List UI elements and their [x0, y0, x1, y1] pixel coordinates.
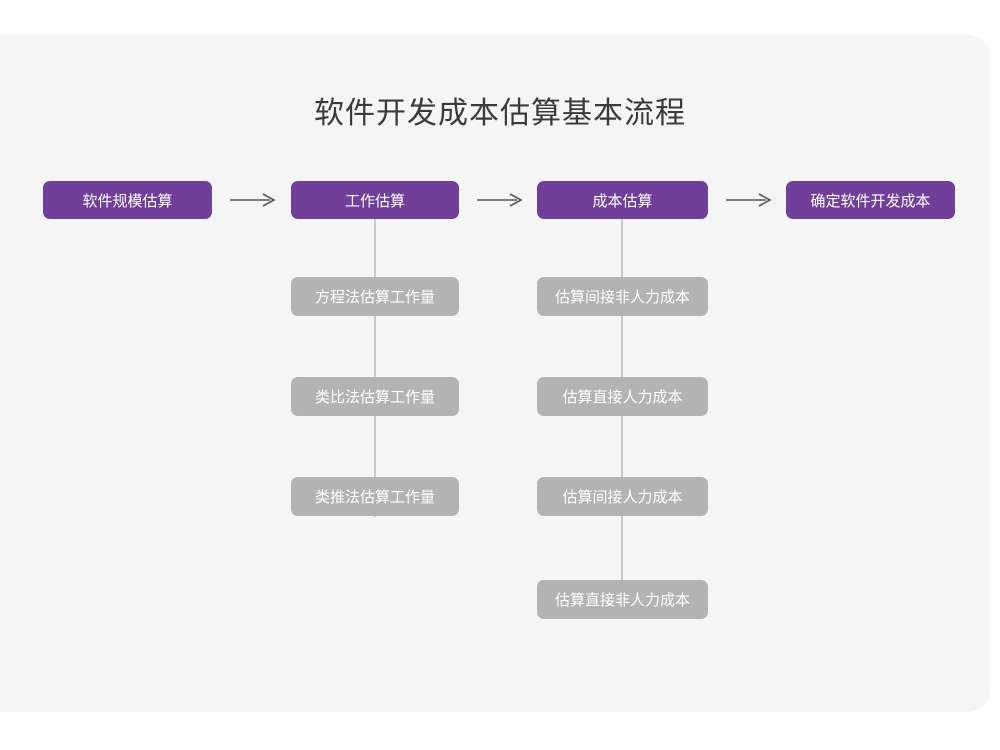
- flow-node-cost-estimation[interactable]: 成本估算: [537, 181, 708, 219]
- flow-node-determine-dev-cost[interactable]: 确定软件开发成本: [786, 181, 955, 219]
- connector-line-branch-1: [374, 219, 376, 517]
- flow-node-label: 确定软件开发成本: [810, 192, 931, 210]
- arrow-1-icon: [230, 188, 276, 212]
- branch-node-label: 类推法估算工作量: [314, 489, 435, 506]
- branch-node-label: 方程法估算工作量: [314, 289, 435, 306]
- flow-node-software-scale-estimation[interactable]: 软件规模估算: [43, 181, 212, 219]
- branch-node-label: 估算直接人力成本: [562, 389, 683, 406]
- connector-line-branch-2: [621, 219, 623, 617]
- branch-1-item-1[interactable]: 方程法估算工作量: [291, 277, 459, 316]
- branch-2-item-4[interactable]: 估算直接非人力成本: [537, 580, 708, 619]
- branch-node-label: 类比法估算工作量: [314, 389, 435, 406]
- arrow-3-icon: [726, 188, 772, 212]
- branch-1-item-3[interactable]: 类推法估算工作量: [291, 477, 459, 516]
- branch-node-label: 估算间接人力成本: [562, 489, 683, 506]
- page-title: 软件开发成本估算基本流程: [314, 97, 686, 130]
- diagram-card: [0, 35, 990, 712]
- branch-node-label: 估算直接非人力成本: [554, 592, 690, 609]
- branch-2-item-1[interactable]: 估算间接非人力成本: [537, 277, 708, 316]
- branch-2-item-3[interactable]: 估算间接人力成本: [537, 477, 708, 516]
- flow-node-label: 成本估算: [592, 192, 653, 210]
- arrow-2-icon: [477, 188, 523, 212]
- flow-node-label: 软件规模估算: [82, 192, 173, 210]
- flow-node-label: 工作估算: [344, 192, 405, 210]
- branch-2-item-2[interactable]: 估算直接人力成本: [537, 377, 708, 416]
- branch-1-item-2[interactable]: 类比法估算工作量: [291, 377, 459, 416]
- branch-node-label: 估算间接非人力成本: [554, 289, 690, 306]
- flow-node-work-estimation[interactable]: 工作估算: [291, 181, 459, 219]
